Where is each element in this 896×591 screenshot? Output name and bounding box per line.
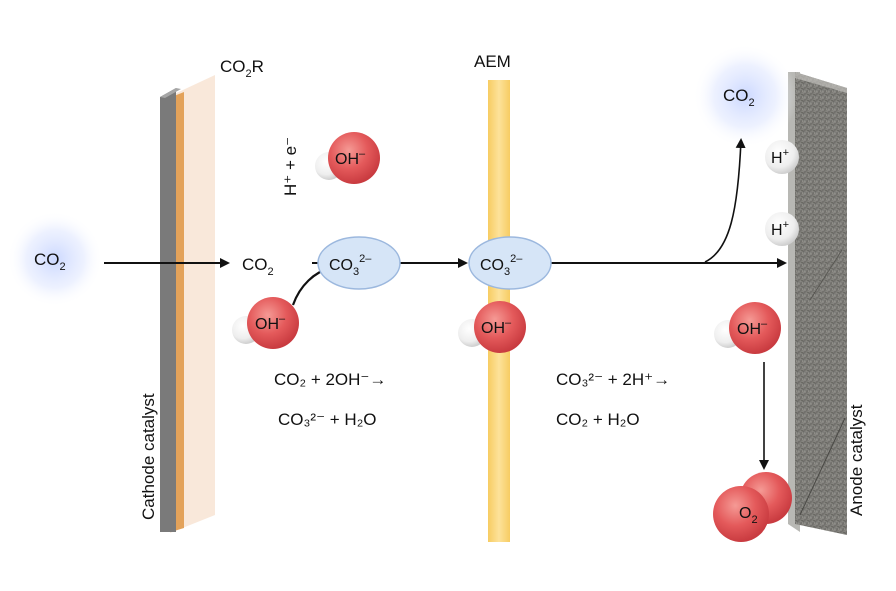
svg-text:OH–: OH– [335, 148, 366, 168]
cathode-catalyst-label: Cathode catalyst [139, 393, 158, 520]
proton-lower: H+ [765, 212, 799, 246]
hydroxide-molecule-top: OH– [315, 132, 380, 184]
cathode-equation-line1: CO₂ + 2OH⁻→ [274, 370, 386, 389]
anode-equation-line2: CO₂ + H₂O [556, 410, 640, 429]
hydroxide-molecule-cathode: OH– [232, 297, 299, 349]
co2r-label: CO2R [220, 57, 264, 80]
hydroxide-molecule-aem: OH– [458, 301, 526, 353]
co2-cathode-label: CO2 [242, 255, 274, 278]
co2-release-arrow [704, 138, 746, 263]
cathode-equation-line2: CO₃²⁻ + H₂O [278, 410, 377, 429]
anode-electrode [788, 72, 847, 535]
anode-equation-line1: CO₃²⁻ + 2H⁺→ [556, 370, 670, 389]
carbonate-ion-aem: CO32– [468, 236, 552, 290]
svg-text:CO32–: CO32– [329, 253, 372, 278]
oxygen-molecule: O2 [713, 472, 792, 542]
proton-upper: H+ [765, 140, 799, 174]
svg-text:CO32–: CO32– [480, 253, 523, 278]
aem-label: AEM [474, 52, 511, 71]
co2-outlet-label: CO2 [723, 86, 755, 109]
co2-inlet-label: CO2 [34, 250, 66, 273]
h-plus-electron-label: H⁺ + e⁻ [281, 137, 300, 196]
svg-text:H+: H+ [771, 147, 789, 167]
svg-text:OH–: OH– [481, 317, 512, 337]
anode-catalyst-label: Anode catalyst [847, 404, 866, 516]
svg-text:OH–: OH– [255, 313, 286, 333]
hydroxide-molecule-anode: OH– [714, 302, 781, 354]
carbonate-ion-cathode: CO32– [317, 236, 401, 290]
svg-text:OH–: OH– [737, 318, 768, 338]
svg-text:O2: O2 [739, 505, 758, 526]
co2-outlet-glow [693, 44, 797, 148]
svg-text:H+: H+ [771, 219, 789, 239]
cathode-electrode [160, 75, 215, 533]
co2-inlet-glow [7, 211, 103, 307]
